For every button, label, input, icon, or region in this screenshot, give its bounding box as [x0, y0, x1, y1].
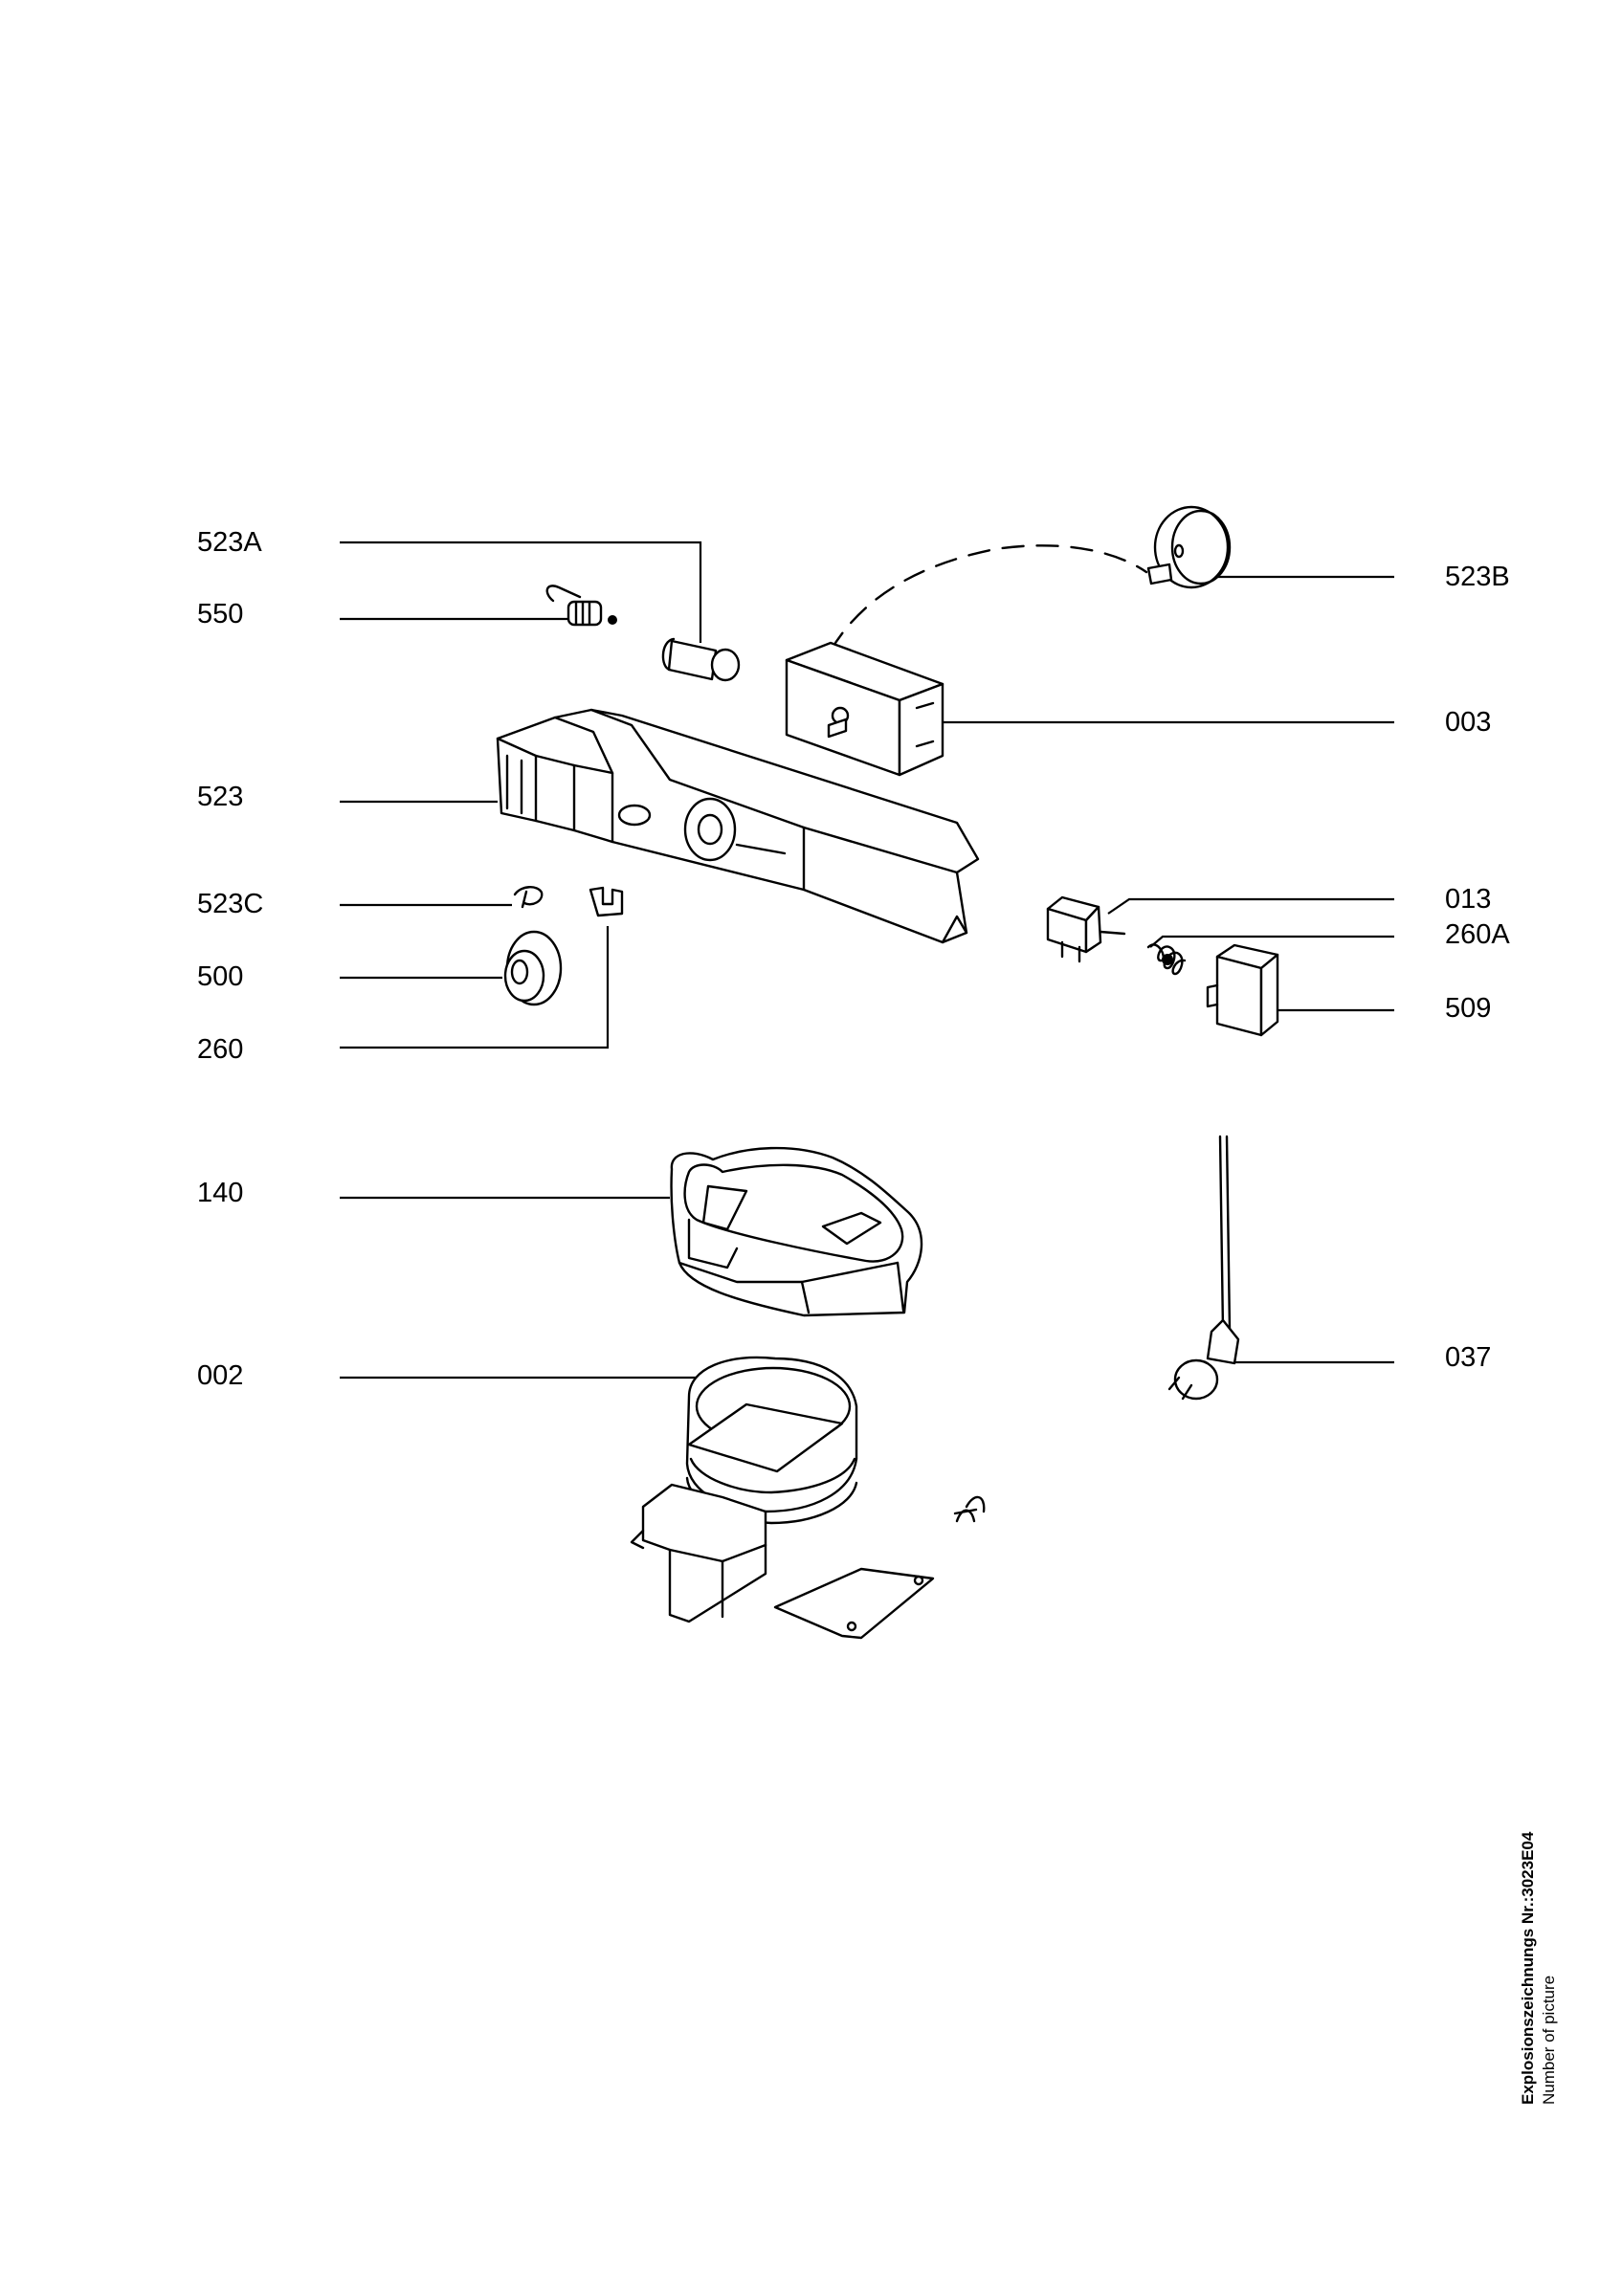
picture-subtitle: Number of picture	[1540, 1975, 1558, 2105]
part-260-bracket	[589, 886, 624, 917]
part-260A-spring	[1146, 943, 1187, 976]
callout-523C: 523C	[197, 889, 263, 919]
callout-003: 003	[1445, 707, 1491, 738]
part-002-motor	[630, 1356, 986, 1640]
leader-260A	[1149, 935, 1394, 948]
leader-523A	[340, 541, 702, 643]
callout-523: 523	[197, 782, 243, 812]
part-523C-clip	[513, 886, 544, 909]
part-523A-cylinder	[661, 637, 741, 682]
leader-013	[1107, 897, 1394, 915]
callout-550: 550	[197, 599, 243, 629]
callout-523A: 523A	[197, 527, 262, 558]
part-003-box	[785, 641, 944, 777]
callout-260A: 260A	[1445, 919, 1510, 950]
leader-lines	[340, 541, 1394, 1380]
part-523-housing	[496, 708, 980, 944]
callout-523B: 523B	[1445, 562, 1510, 592]
drawing-number: Explosionszeichnungs Nr.:3023E04	[1519, 1831, 1537, 2105]
part-523B-disk	[829, 505, 1232, 652]
callout-002: 002	[197, 1360, 243, 1391]
part-140-tray	[670, 1146, 923, 1317]
callout-509: 509	[1445, 993, 1491, 1024]
part-037-power-cable	[1167, 1135, 1240, 1401]
part-013-switch	[1046, 895, 1126, 963]
part-500-grommet	[503, 930, 563, 1006]
part-550-clip	[545, 585, 617, 627]
leader-260	[340, 926, 610, 1049]
callout-140: 140	[197, 1178, 243, 1208]
callout-260: 260	[197, 1034, 243, 1065]
part-509-cap	[1206, 943, 1279, 1037]
callout-500: 500	[197, 961, 243, 992]
callout-013: 013	[1445, 884, 1491, 915]
callout-037: 037	[1445, 1342, 1491, 1373]
